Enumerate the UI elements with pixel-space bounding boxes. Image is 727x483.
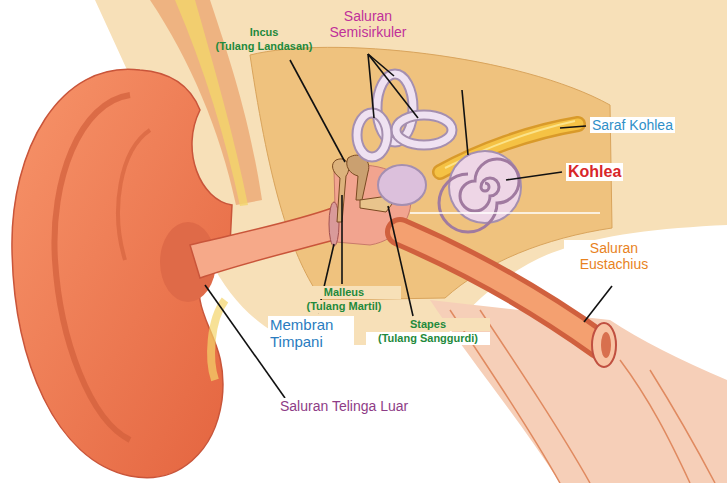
ear-canal [190, 208, 334, 278]
part-label: Malleus [287, 286, 401, 299]
leader-lines [205, 54, 612, 398]
part-label: Saluran Telinga Luar [278, 398, 410, 414]
part-label: (Tulang Landasan) [197, 40, 331, 53]
incus [347, 155, 369, 200]
pointer-line [410, 212, 600, 214]
cartilage [211, 300, 225, 380]
part-label: Membran Timpani [268, 316, 354, 351]
cochlea [439, 151, 521, 232]
part-label: Saraf Kohlea [590, 117, 675, 133]
antihelix-fold [118, 130, 150, 260]
vestibule [378, 165, 426, 205]
part-label: Incus [197, 26, 331, 39]
helix-fold [54, 95, 130, 440]
part-label: Kohlea [566, 163, 623, 181]
part-label: (Tulang Sanggurdi) [366, 332, 490, 345]
part-label: (Tulang Martil) [287, 300, 401, 313]
part-label: Stapes [366, 318, 490, 331]
part-label: Saluran Eustachius [564, 240, 664, 272]
part-label: Saluran Semisirkuler [316, 8, 420, 40]
malleus [333, 159, 349, 222]
